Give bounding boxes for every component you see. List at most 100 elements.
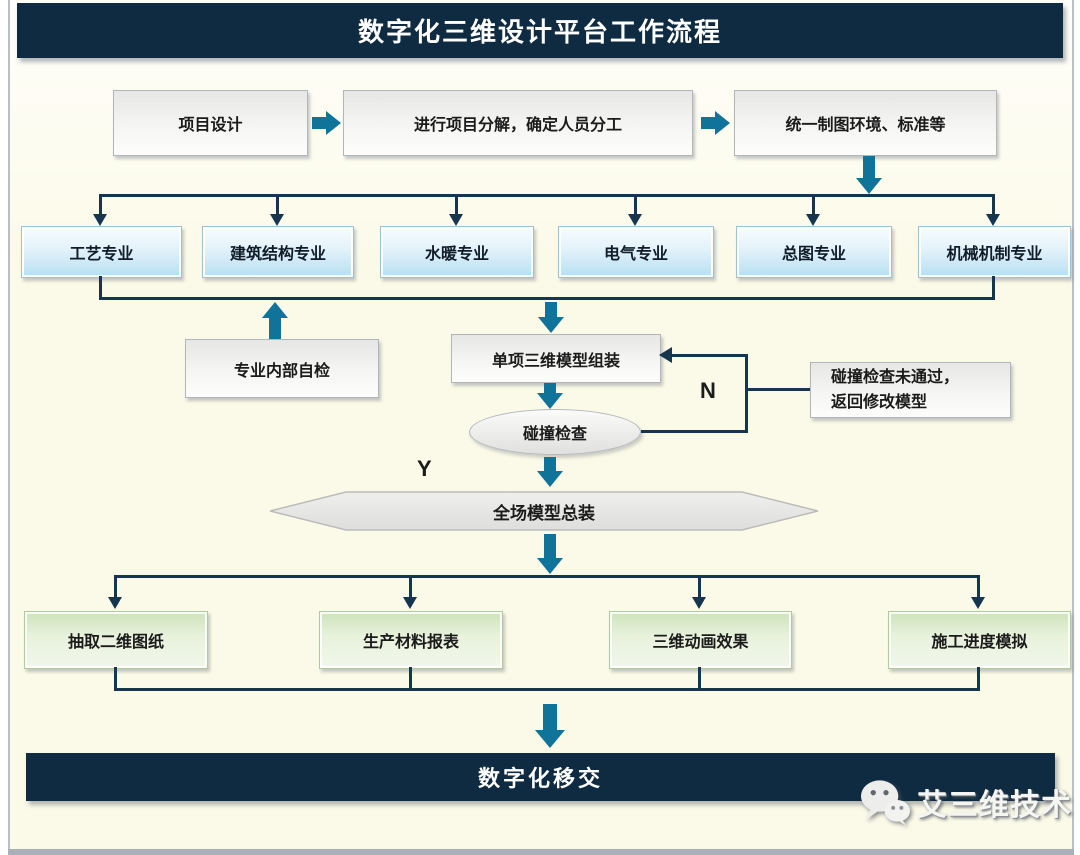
branch-arrow-d6-icon xyxy=(986,214,1000,226)
arrow-selfcheck-up-stem xyxy=(269,318,281,339)
discipline-process: 工艺专业 xyxy=(21,226,182,278)
clash-fail-line2: 返回修改模型 xyxy=(831,394,928,411)
handover-bar: 数字化移交 xyxy=(26,753,1055,801)
full-assembly-label-wrap: 全场模型总装 xyxy=(269,491,819,531)
branch-line-o1 xyxy=(114,575,117,598)
collector-bus-line xyxy=(99,297,995,300)
branch-arrow-o3-icon xyxy=(692,597,706,609)
collector2-stub-3 xyxy=(698,667,701,691)
discipline-structure-label: 建筑结构专业 xyxy=(229,246,326,263)
n-loop-vertical-line xyxy=(745,354,748,433)
arrow-handover-icon xyxy=(535,730,565,748)
clash-check-label: 碰撞检查 xyxy=(522,426,587,443)
discipline-masterplan: 总图专业 xyxy=(736,226,892,278)
arrow-hex-bus2-icon xyxy=(537,558,563,574)
bus-line-outputs xyxy=(115,575,980,578)
arrow-step2-step3-stem xyxy=(701,117,715,129)
no-branch-label: N xyxy=(700,378,716,404)
branch-arrow-o4-icon xyxy=(971,597,985,609)
output-2d-drawings: 抽取二维图纸 xyxy=(24,611,208,669)
branch-line-o2 xyxy=(409,575,412,598)
n-loop-bottom-line xyxy=(641,430,748,433)
step-decompose: 进行项目分解，确定人员分工 xyxy=(343,90,693,156)
collector-left-stub xyxy=(99,276,102,300)
yes-branch-text: Y xyxy=(417,456,432,481)
step-project-design: 项目设计 xyxy=(113,90,308,156)
branch-line-o4 xyxy=(977,575,980,598)
arrow-selfcheck-up-icon xyxy=(262,302,288,318)
clash-check-ellipse: 碰撞检查 xyxy=(469,409,641,455)
step-decompose-label: 进行项目分解，确定人员分工 xyxy=(413,117,622,134)
frame-right-edge xyxy=(1072,0,1074,849)
collector2-stub-1 xyxy=(114,667,117,691)
arrow-step3-bus-stem xyxy=(863,156,875,178)
arrow-step3-bus-icon xyxy=(856,178,882,194)
frame-left-edge xyxy=(8,0,10,849)
arrow-clash-hex-stem xyxy=(544,457,556,471)
yes-branch-label: Y xyxy=(417,456,432,482)
branch-line-d4 xyxy=(634,194,637,215)
failnote-connector-line xyxy=(748,388,810,391)
discipline-process-label: 工艺专业 xyxy=(69,246,134,263)
branch-arrow-d4-icon xyxy=(628,214,642,226)
branch-line-d1 xyxy=(99,194,102,215)
arrow-step1-step2-stem xyxy=(312,117,326,129)
branch-line-d2 xyxy=(276,194,279,215)
branch-line-d5 xyxy=(812,194,815,215)
arrow-assembly-clash-icon xyxy=(537,393,563,409)
watermark: 艾三维技术 xyxy=(860,776,1072,828)
full-assembly-hexagon xyxy=(269,491,819,531)
arrow-assembly-clash-stem xyxy=(544,383,556,393)
collector2-bus-line xyxy=(114,688,980,691)
branch-arrow-o1-icon xyxy=(108,597,122,609)
collector-right-stub xyxy=(992,276,995,300)
assembly-label: 单项三维模型组装 xyxy=(491,352,620,370)
collector2-stub-4 xyxy=(977,667,980,691)
clash-fail-box: 碰撞检查未通过， 返回修改模型 xyxy=(810,362,1011,418)
branch-line-d6 xyxy=(992,194,995,215)
output-material-report: 生产材料报表 xyxy=(319,611,503,669)
arrow-handover-stem xyxy=(543,704,557,730)
output-3d-animation: 三维动画效果 xyxy=(609,611,792,669)
branch-arrow-d3-icon xyxy=(449,214,463,226)
branch-arrow-d1-icon xyxy=(93,214,107,226)
no-branch-text: N xyxy=(700,378,716,403)
self-check-box: 专业内部自检 xyxy=(185,339,379,398)
output-material-report-label: 生产材料报表 xyxy=(362,634,459,651)
discipline-mechanical: 机械机制专业 xyxy=(918,226,1071,278)
n-loop-arrow-icon xyxy=(659,347,672,363)
branch-line-o3 xyxy=(698,575,701,598)
watermark-text: 艾三维技术 xyxy=(917,789,1072,822)
branch-arrow-d5-icon xyxy=(806,214,820,226)
arrow-bus-assembly-stem xyxy=(545,302,557,317)
step-standards-label: 统一制图环境、标准等 xyxy=(785,117,946,134)
clash-fail-line1: 碰撞检查未通过， xyxy=(831,369,960,386)
title-bar: 数字化三维设计平台工作流程 xyxy=(17,3,1063,58)
step-standards: 统一制图环境、标准等 xyxy=(734,90,997,156)
output-2d-drawings-label: 抽取二维图纸 xyxy=(67,634,164,651)
discipline-masterplan-label: 总图专业 xyxy=(781,246,846,263)
discipline-structure: 建筑结构专业 xyxy=(202,226,354,278)
branch-arrow-d2-icon xyxy=(270,214,284,226)
output-schedule-simulation-label: 施工进度模拟 xyxy=(931,634,1028,651)
discipline-electrical-label: 电气专业 xyxy=(603,246,668,263)
frame-bottom-edge xyxy=(8,849,1074,855)
arrow-step2-step3-icon xyxy=(715,111,730,135)
wechat-icon xyxy=(860,780,911,826)
discipline-electrical: 电气专业 xyxy=(558,226,714,278)
discipline-hvac-label: 水暖专业 xyxy=(424,246,489,263)
branch-line-d3 xyxy=(455,194,458,215)
step-project-design-label: 项目设计 xyxy=(178,117,243,134)
arrow-hex-bus2-stem xyxy=(544,534,556,558)
arrow-bus-assembly-icon xyxy=(538,317,564,333)
assembly-box: 单项三维模型组装 xyxy=(451,334,661,383)
collector2-stub-2 xyxy=(409,667,412,691)
self-check-label: 专业内部自检 xyxy=(233,362,330,380)
output-schedule-simulation: 施工进度模拟 xyxy=(888,611,1071,669)
arrow-clash-hex-icon xyxy=(537,471,563,487)
discipline-mechanical-label: 机械机制专业 xyxy=(946,246,1043,263)
output-3d-animation-label: 三维动画效果 xyxy=(652,634,749,651)
branch-arrow-o2-icon xyxy=(403,597,417,609)
full-assembly-label: 全场模型总装 xyxy=(493,503,595,523)
